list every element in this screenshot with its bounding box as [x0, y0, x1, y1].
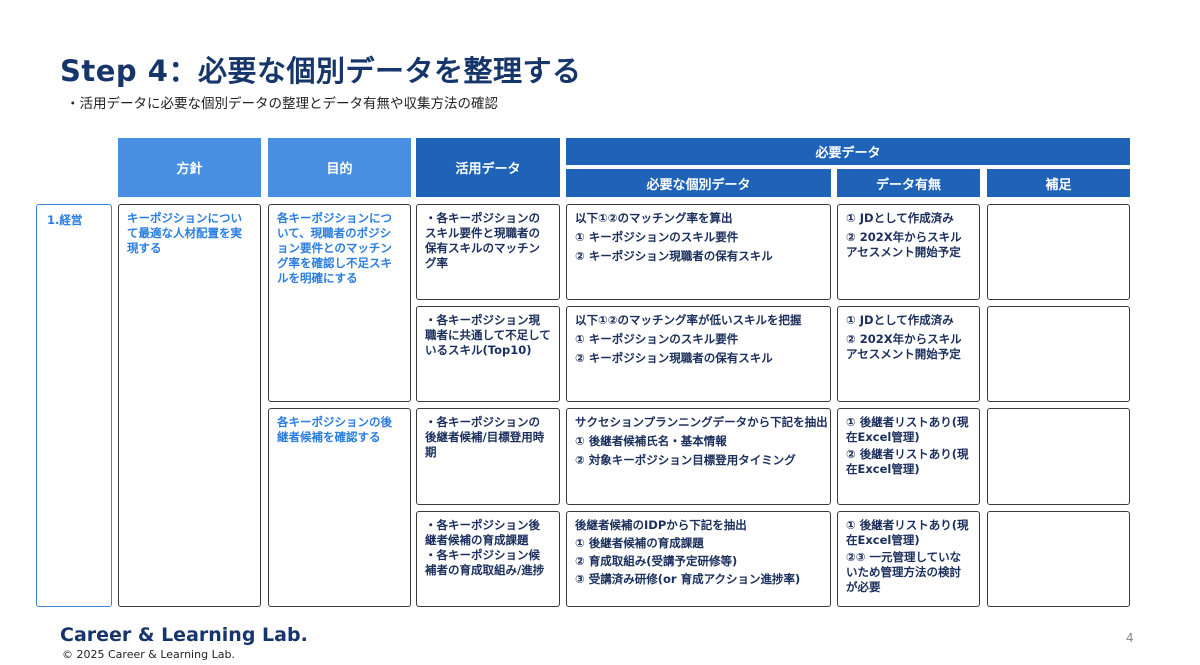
- exists-line: ① JDとして作成済み: [846, 313, 954, 327]
- header-usage-data-label: 活用データ: [455, 162, 521, 177]
- policy-cell: キーポジションについて最適な人材配置を実現する: [118, 204, 261, 607]
- individual-cell-3: サクセションプランニングデータから下記を抽出 ① 後継者候補氏名・基本情報 ② …: [566, 408, 831, 505]
- individual-line: ② 対象キーポジション目標登用タイミング: [575, 453, 796, 467]
- individual-line: 以下①②のマッチング率が低いスキルを把握: [575, 313, 802, 327]
- exists-cell-4: ① 後継者リストあり(現在Excel管理) ②③ 一元管理していないため管理方法…: [837, 511, 980, 607]
- supplement-cell-2: [987, 306, 1130, 402]
- exists-line: ① 後継者リストあり(現在Excel管理): [846, 415, 969, 444]
- individual-line: ② キーポジション現職者の保有スキル: [575, 351, 773, 365]
- page-title: Step 4：必要な個別データを整理する: [60, 54, 582, 88]
- individual-line: サクセションプランニングデータから下記を抽出: [575, 415, 828, 429]
- individual-line: ① 後継者候補の育成課題: [575, 536, 704, 550]
- usage-text-2: ・各キーポジション現職者に共通して不足しているスキル(Top10): [425, 313, 551, 357]
- category-cell: 1.経営: [36, 204, 112, 607]
- header-purpose: 目的: [268, 138, 411, 197]
- header-policy: 方針: [118, 138, 261, 197]
- header-required-data: 必要データ: [566, 138, 1130, 165]
- header-individual-data-label: 必要な個別データ: [646, 177, 751, 193]
- usage-text-1: ・各キーポジションのスキル要件と現職者の保有スキルのマッチング率: [425, 211, 540, 270]
- individual-cell-2: 以下①②のマッチング率が低いスキルを把握 ① キーポジションのスキル要件 ② キ…: [566, 306, 831, 402]
- header-supplement-label: 補足: [1045, 177, 1072, 193]
- supplement-cell-4: [987, 511, 1130, 607]
- header-required-data-label: 必要データ: [815, 146, 881, 161]
- header-policy-label: 方針: [176, 162, 203, 177]
- header-supplement: 補足: [987, 169, 1130, 197]
- individual-line: ① キーポジションのスキル要件: [575, 332, 739, 346]
- purpose-cell-2: 各キーポジションの後継者候補を確認する: [268, 408, 411, 607]
- exists-cell-2: ① JDとして作成済み ② 202X年からスキルアセスメント開始予定: [837, 306, 980, 402]
- category-label: 1.経営: [47, 213, 83, 227]
- individual-line: ② キーポジション現職者の保有スキル: [575, 249, 773, 263]
- purpose-cell-1: 各キーポジションについて、現職者のポジション要件とのマッチング率を確認し不足スキ…: [268, 204, 411, 402]
- individual-line: ① 後継者候補氏名・基本情報: [575, 434, 727, 448]
- usage-cell-1: ・各キーポジションのスキル要件と現職者の保有スキルのマッチング率: [416, 204, 560, 300]
- individual-line: 以下①②のマッチング率を算出: [575, 211, 733, 225]
- header-purpose-label: 目的: [326, 162, 353, 177]
- individual-line: ① キーポジションのスキル要件: [575, 230, 739, 244]
- exists-cell-1: ① JDとして作成済み ② 202X年からスキルアセスメント開始予定: [837, 204, 980, 300]
- exists-line: ① JDとして作成済み: [846, 211, 954, 225]
- individual-line: ③ 受講済み研修(or 育成アクション進捗率): [575, 572, 801, 586]
- supplement-cell-1: [987, 204, 1130, 300]
- purpose-text-2: 各キーポジションの後継者候補を確認する: [277, 415, 392, 444]
- supplement-cell-3: [987, 408, 1130, 505]
- individual-cell-4: 後継者候補のIDPから下記を抽出 ① 後継者候補の育成課題 ② 育成取組み(受講…: [566, 511, 831, 607]
- header-data-exists: データ有無: [837, 169, 980, 197]
- header-individual-data: 必要な個別データ: [566, 169, 831, 197]
- usage-cell-3: ・各キーポジションの後継者候補/目標登用時期: [416, 408, 560, 505]
- header-data-exists-label: データ有無: [875, 177, 941, 193]
- footer-brand-logo: Career & Learning Lab.: [60, 624, 308, 646]
- purpose-text-1: 各キーポジションについて、現職者のポジション要件とのマッチング率を確認し不足スキ…: [277, 211, 392, 285]
- usage-cell-4: ・各キーポジション後継者候補の育成課題 ・各キーポジション候補者の育成取組み/進…: [416, 511, 560, 607]
- exists-line: ②③ 一元管理していないため管理方法の検討が必要: [846, 550, 962, 594]
- page-number: 4: [1126, 631, 1134, 645]
- individual-line: 後継者候補のIDPから下記を抽出: [575, 518, 747, 532]
- usage-cell-2: ・各キーポジション現職者に共通して不足しているスキル(Top10): [416, 306, 560, 402]
- usage-text-4: ・各キーポジション後継者候補の育成課題 ・各キーポジション候補者の育成取組み/進…: [425, 518, 545, 577]
- page-subtitle: ・活用データに必要な個別データの整理とデータ有無や収集方法の確認: [66, 96, 498, 112]
- exists-cell-3: ① 後継者リストあり(現在Excel管理) ② 後継者リストあり(現在Excel…: [837, 408, 980, 505]
- usage-text-3: ・各キーポジションの後継者候補/目標登用時期: [425, 415, 545, 459]
- header-usage-data: 活用データ: [416, 138, 560, 197]
- footer-copyright: © 2025 Career & Learning Lab.: [62, 648, 235, 661]
- policy-text: キーポジションについて最適な人材配置を実現する: [127, 211, 242, 255]
- exists-line: ① 後継者リストあり(現在Excel管理): [846, 518, 969, 547]
- exists-line: ② 202X年からスキルアセスメント開始予定: [846, 332, 962, 361]
- exists-line: ② 202X年からスキルアセスメント開始予定: [846, 230, 962, 259]
- individual-line: ② 育成取組み(受講予定研修等): [575, 554, 738, 568]
- individual-cell-1: 以下①②のマッチング率を算出 ① キーポジションのスキル要件 ② キーポジション…: [566, 204, 831, 300]
- exists-line: ② 後継者リストあり(現在Excel管理): [846, 447, 969, 476]
